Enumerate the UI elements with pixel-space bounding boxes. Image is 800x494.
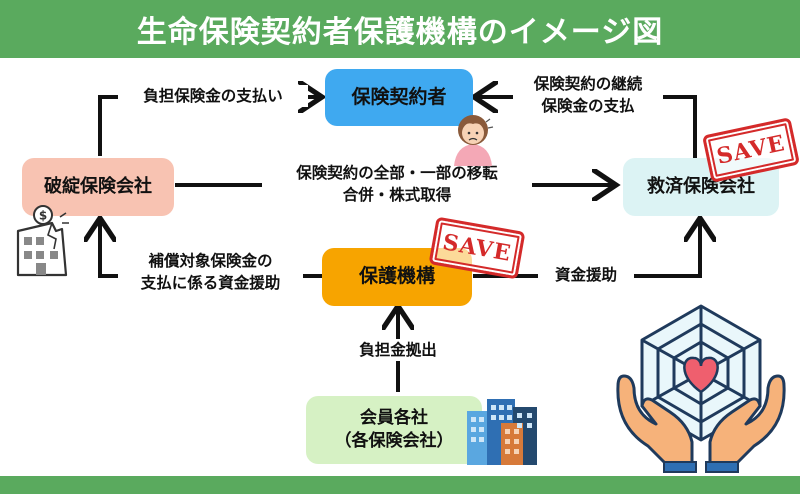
office-buildings-icon [467, 399, 537, 465]
footer-bar [0, 476, 800, 494]
organization-box: 保護機構 [322, 248, 472, 306]
edge-label-funding: 資金援助 [538, 264, 634, 287]
edge-label-compensation: 補償対象保険金の 支払に係る資金援助 [118, 250, 303, 295]
rescue-insurer-label: 救済保険会社 [647, 175, 755, 197]
hands-heart-web-icon [616, 304, 786, 473]
failed-insurer-label: 破綻保険会社 [44, 175, 152, 197]
svg-text:$: $ [39, 209, 47, 223]
policyholder-box: 保険契約者 [325, 69, 473, 126]
edge-label-contribution: 負担金拠出 [340, 339, 456, 362]
member-companies-sublabel: （各保険会社） [334, 431, 454, 451]
edge-label-continuation: 保険契約の継続 保険金の支払 [513, 73, 663, 118]
edge-label-transfer: 保険契約の全部・一部の移転 合併・株式取得 [262, 162, 532, 207]
member-companies-box: 会員各社 （各保険会社） [306, 396, 482, 464]
page-title: 生命保険契約者保護機構のイメージ図 [136, 15, 664, 50]
header-banner: 生命保険契約者保護機構のイメージ図 [0, 0, 800, 58]
failed-company-building-icon: $ [16, 205, 69, 277]
worried-person-icon [454, 115, 494, 166]
policyholder-label: 保険契約者 [351, 85, 447, 108]
edge-label-burden-payment: 負担保険金の支払い [118, 85, 308, 108]
member-companies-label: 会員各社 [360, 408, 428, 429]
organization-label: 保護機構 [358, 265, 435, 288]
